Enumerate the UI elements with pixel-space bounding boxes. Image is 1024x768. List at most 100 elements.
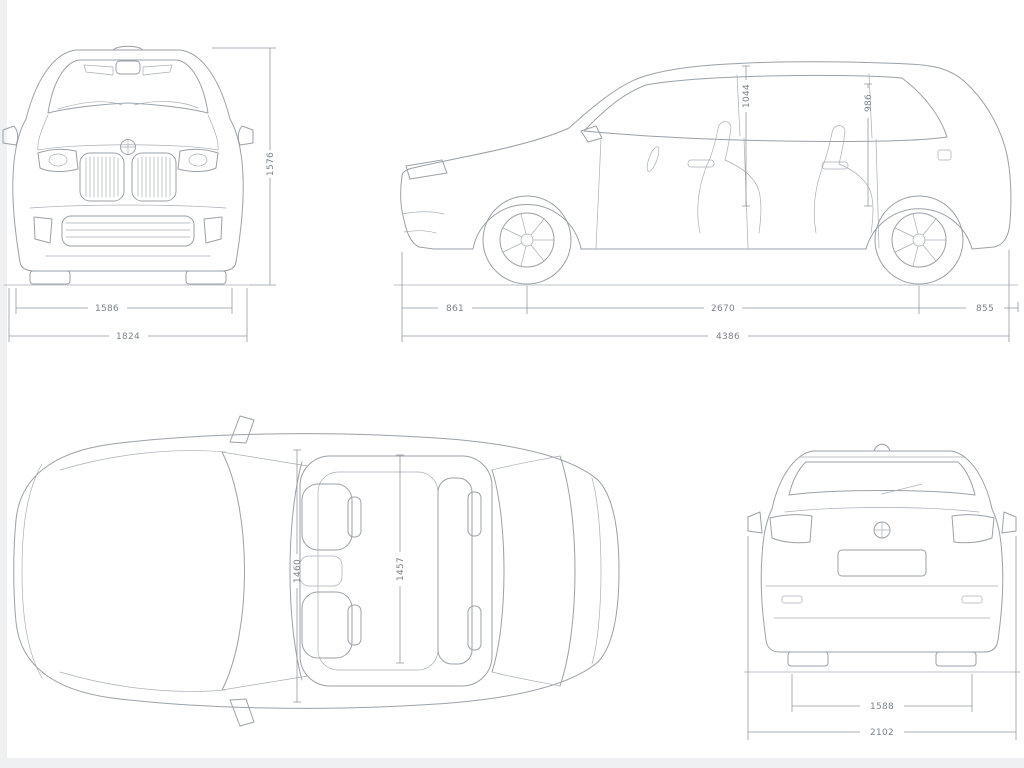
rear-bumper-lines — [765, 585, 999, 619]
dim-rear-width-mirrors: 2102 — [870, 728, 894, 738]
dim-front-track: 1586 — [95, 304, 119, 314]
dim-front-height: 1576 — [266, 152, 276, 176]
front-side-mirrors — [2, 125, 254, 146]
sunroof-panel — [317, 471, 439, 671]
top-view: 1460 1457 — [13, 415, 620, 727]
front-interior-height-lines — [742, 65, 750, 207]
front-width-dimension: 1824 — [8, 288, 248, 342]
front-interior-width-dimension: 1460 — [293, 449, 303, 703]
side-glasshouse — [583, 74, 948, 143]
side-scoops — [33, 216, 223, 244]
pillars-and-door-seams — [595, 73, 880, 249]
rear-interior-width-dimension: 1457 — [396, 454, 406, 664]
front-interior-height-dimension: 1044 — [742, 65, 752, 207]
dim-front-interior-height: 1044 — [742, 84, 752, 108]
rear-track-dimension: 1588 — [791, 674, 973, 712]
rear-hub — [912, 233, 926, 247]
door-handle-rear — [821, 161, 849, 170]
front-track-dim-lines — [15, 288, 233, 314]
headlight-right-lens — [188, 153, 208, 167]
rear-interior-width-lines — [396, 454, 404, 664]
dim-front-interior-width: 1460 — [293, 559, 303, 583]
rear-window — [788, 461, 976, 496]
dim-front-width: 1824 — [116, 332, 140, 342]
front-tire — [482, 195, 572, 285]
interior-mirror — [115, 60, 141, 75]
rear-roundel-cross — [873, 521, 891, 539]
headlight-left — [37, 148, 79, 172]
dim-length: 4386 — [716, 332, 740, 342]
reflector-left — [781, 595, 803, 604]
rear-track-lines — [791, 674, 973, 712]
front-roof-antenna — [112, 45, 144, 51]
grille-bars — [85, 156, 171, 198]
side-bumper-lines — [401, 211, 445, 234]
front-seat-left — [301, 483, 353, 551]
windshield-cowl-arc — [221, 451, 245, 691]
dim-rear-interior-height: 986 — [864, 94, 874, 112]
front-view: 1576 1586 1824 — [2, 45, 276, 342]
wipers — [57, 101, 199, 110]
hood-edge-lines — [59, 450, 226, 692]
rear-seat-profile — [813, 125, 874, 234]
rear-wheel-left — [787, 651, 829, 667]
rear-overhang-dimension: 855 — [919, 304, 1018, 314]
tailgate-crease — [784, 507, 980, 513]
front-body-outline — [12, 49, 244, 272]
steering-wheel — [646, 146, 660, 172]
rear-tire — [874, 195, 964, 285]
rear-headrest-right — [467, 605, 482, 651]
front-headrest-right — [347, 604, 362, 646]
rear-window-arc — [491, 469, 505, 673]
page-edge-left — [0, 0, 7, 768]
overall-length-dimension: 4386 — [402, 332, 1009, 342]
intake-slats — [65, 222, 191, 238]
kidney-grille-right — [131, 152, 177, 202]
front-seat-right — [301, 591, 353, 659]
rear-wheel-spokes — [894, 213, 947, 267]
front-wheel-spokes — [502, 213, 555, 267]
c-pillar-lines — [491, 455, 561, 687]
top-body-outline — [13, 433, 620, 709]
side-body-outline — [400, 61, 1012, 250]
rear-wheel-right — [935, 651, 977, 667]
center-console — [299, 555, 343, 587]
lower-intake — [61, 215, 195, 247]
front-interior-width-lines — [293, 449, 301, 703]
rear-headrest-left — [467, 491, 482, 537]
sun-visors — [83, 64, 173, 76]
dim-rear-overhang: 855 — [976, 304, 994, 314]
dim-rear-track: 1588 — [870, 702, 894, 712]
front-headrest-left — [347, 496, 362, 538]
bmw-roundel-cross — [120, 139, 136, 155]
front-width-dim-lines — [8, 288, 248, 342]
tailgate-arc — [559, 455, 576, 687]
dim-rear-interior-width: 1457 — [396, 557, 406, 581]
front-seat-profile — [697, 121, 762, 234]
reflector-right — [961, 595, 983, 604]
front-bumper-contour — [21, 463, 43, 679]
front-overhang-dimension: 861 — [402, 304, 527, 314]
side-view: 1044 986 861 2670 855 4386 — [393, 61, 1019, 342]
kidney-grille-left — [79, 152, 125, 202]
rear-width-dimension: 2102 — [747, 536, 1017, 740]
front-wheel-left — [29, 270, 71, 285]
front-height-dim-lines — [212, 47, 276, 286]
dim-wheelbase: 2670 — [711, 304, 735, 314]
headlight-right — [177, 148, 219, 172]
front-windshield — [47, 59, 209, 114]
rear-body-outline — [760, 450, 1004, 653]
rear-interior-height-dimension: 986 — [864, 83, 874, 207]
headlight-left-lens — [48, 153, 68, 167]
side-mirror — [580, 125, 603, 143]
rear-bench — [437, 477, 473, 665]
side-headlight — [405, 159, 448, 180]
wheelbase-dimension: 2670 — [527, 304, 919, 314]
shark-fin-antenna — [873, 443, 891, 452]
dim-front-overhang: 861 — [446, 304, 464, 314]
front-track-dimension: 1586 — [15, 288, 233, 314]
fuel-cap — [937, 149, 952, 161]
front-wheel-right — [185, 270, 227, 285]
bumper-top-line — [29, 204, 227, 209]
rear-side-mirrors — [747, 511, 1017, 534]
